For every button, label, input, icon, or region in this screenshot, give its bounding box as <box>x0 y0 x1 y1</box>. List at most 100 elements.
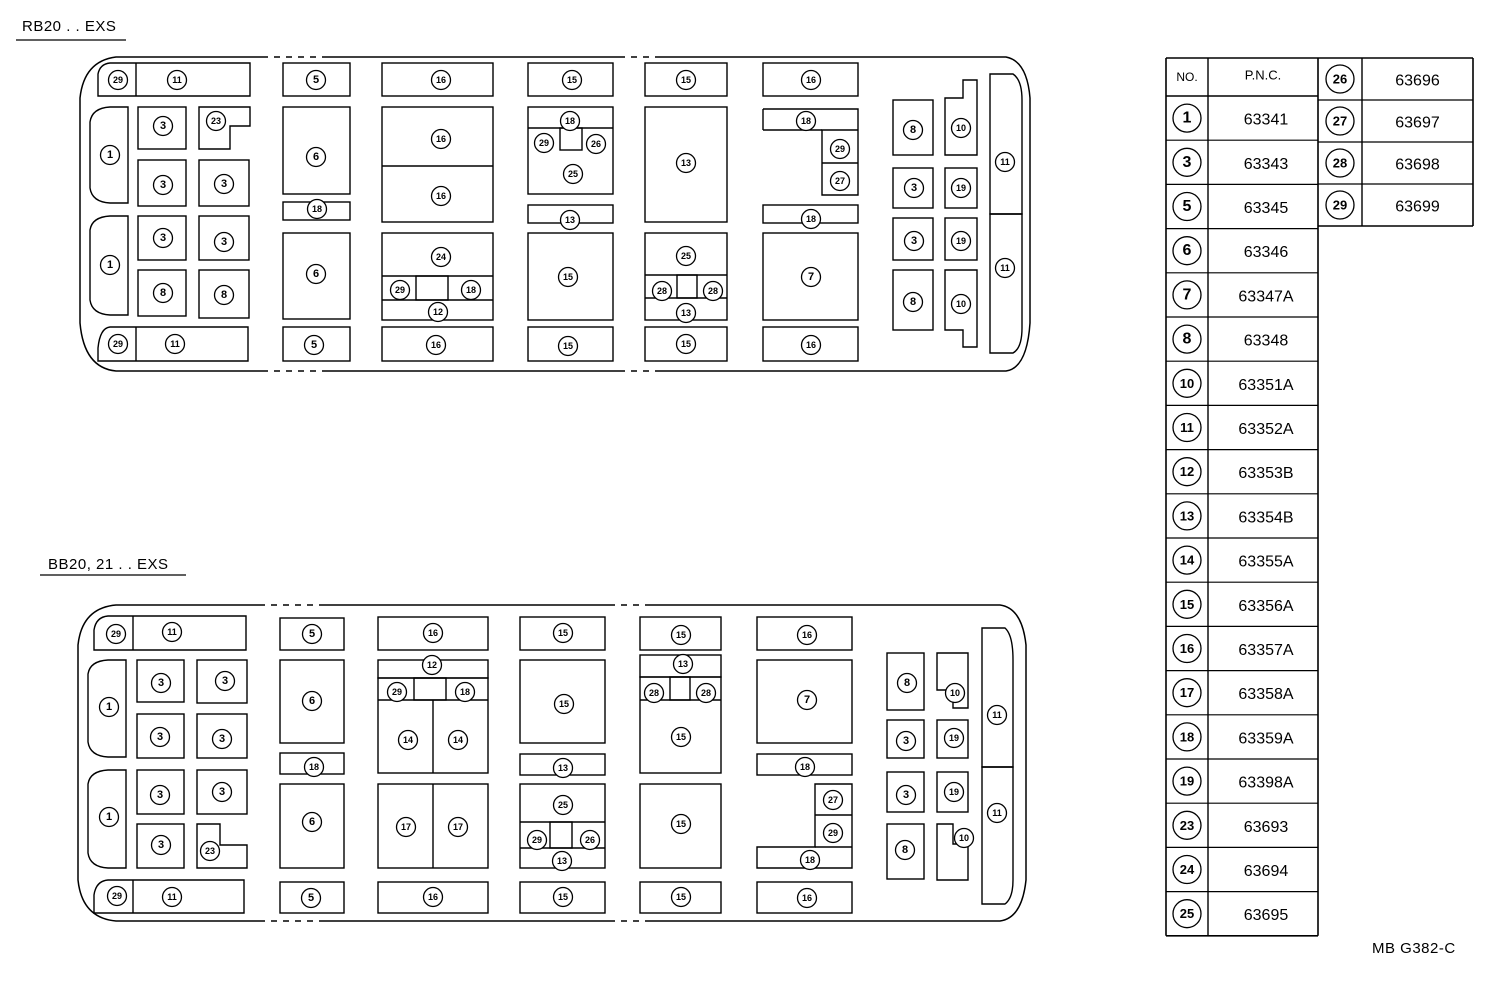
svg-text:28: 28 <box>649 688 659 698</box>
svg-text:15: 15 <box>676 819 686 829</box>
svg-text:18: 18 <box>800 762 810 772</box>
part-callout: 25 <box>562 163 584 185</box>
figure-code: MB G382-C <box>1372 940 1456 957</box>
svg-text:11: 11 <box>1180 420 1194 435</box>
svg-text:29: 29 <box>113 75 123 85</box>
svg-text:15: 15 <box>563 272 573 282</box>
part-callout: 15 <box>557 335 579 357</box>
svg-text:16: 16 <box>802 630 812 640</box>
part-callout: 19 <box>943 781 965 803</box>
table-row-pnc: 63699 <box>1395 199 1440 216</box>
svg-text:15: 15 <box>563 341 573 351</box>
svg-text:16: 16 <box>428 892 438 902</box>
svg-text:5: 5 <box>308 892 314 904</box>
svg-text:3: 3 <box>222 675 228 687</box>
table-row-no: 13 <box>1172 501 1202 531</box>
part-callout: 8 <box>902 119 924 141</box>
part-callout: 3 <box>903 230 925 252</box>
svg-text:18: 18 <box>805 855 815 865</box>
svg-text:29: 29 <box>395 285 405 295</box>
svg-text:8: 8 <box>1183 331 1192 348</box>
part-callout: 3 <box>214 670 236 692</box>
table-header-pnc: P.N.C. <box>1245 68 1282 83</box>
part-callout: 15 <box>670 813 692 835</box>
svg-text:15: 15 <box>567 75 577 85</box>
part-callout: 3 <box>150 672 172 694</box>
svg-text:5: 5 <box>313 74 319 86</box>
table-row-no: 3 <box>1172 147 1202 177</box>
part-callout: 5 <box>305 69 327 91</box>
svg-text:29: 29 <box>539 138 549 148</box>
part-callout: 3 <box>213 173 235 195</box>
part-callout: 8 <box>894 839 916 861</box>
svg-text:13: 13 <box>565 215 575 225</box>
svg-text:10: 10 <box>959 833 969 843</box>
svg-text:7: 7 <box>808 271 814 283</box>
part-callout: 16 <box>422 886 444 908</box>
table-row-no: 8 <box>1172 324 1202 354</box>
svg-text:3: 3 <box>157 789 163 801</box>
part-callout: 29 <box>822 822 844 844</box>
svg-text:29: 29 <box>113 339 123 349</box>
svg-text:15: 15 <box>681 75 691 85</box>
table-row-pnc: 63357A <box>1238 642 1293 659</box>
svg-text:11: 11 <box>172 75 182 85</box>
part-callout: 12 <box>421 654 443 676</box>
svg-text:29: 29 <box>392 687 402 697</box>
svg-text:8: 8 <box>221 289 227 301</box>
table-row-pnc: 63346 <box>1244 244 1289 261</box>
svg-text:26: 26 <box>1333 72 1347 87</box>
part-callout: 8 <box>896 672 918 694</box>
svg-text:15: 15 <box>676 892 686 902</box>
part-callout: 18 <box>559 110 581 132</box>
vehicle-outline <box>79 56 1031 372</box>
table-row-pnc: 63345 <box>1244 200 1289 217</box>
svg-text:10: 10 <box>1180 376 1194 391</box>
svg-text:29: 29 <box>835 144 845 154</box>
svg-text:3: 3 <box>219 733 225 745</box>
svg-text:15: 15 <box>558 892 568 902</box>
svg-text:23: 23 <box>1180 818 1194 833</box>
svg-text:13: 13 <box>558 763 568 773</box>
table-row-no: 16 <box>1172 633 1202 664</box>
svg-text:11: 11 <box>992 808 1002 818</box>
svg-text:3: 3 <box>911 235 917 247</box>
part-callout: 24 <box>430 246 452 268</box>
svg-text:11: 11 <box>167 627 177 637</box>
svg-text:16: 16 <box>1180 641 1194 656</box>
part-callout: 14 <box>397 729 419 751</box>
part-callout: 10 <box>950 293 972 315</box>
svg-text:8: 8 <box>904 677 910 689</box>
svg-text:18: 18 <box>309 762 319 772</box>
svg-text:17: 17 <box>1180 685 1194 700</box>
svg-text:18: 18 <box>466 285 476 295</box>
svg-text:15: 15 <box>558 628 568 638</box>
table-row-pnc: 63359A <box>1238 730 1293 747</box>
part-callout: 16 <box>800 69 822 91</box>
svg-text:3: 3 <box>219 786 225 798</box>
svg-text:5: 5 <box>309 628 315 640</box>
svg-text:15: 15 <box>1180 597 1194 612</box>
part-callout: 16 <box>422 622 444 644</box>
part-callout: 3 <box>895 730 917 752</box>
part-callout: 29 <box>533 132 555 154</box>
svg-text:3: 3 <box>1183 154 1192 171</box>
part-callout: 15 <box>561 69 583 91</box>
svg-text:13: 13 <box>678 659 688 669</box>
part-callout: 3 <box>895 784 917 806</box>
part-callout: 13 <box>675 302 697 324</box>
part-callout: 16 <box>796 624 818 646</box>
svg-text:8: 8 <box>160 287 166 299</box>
part-callout: 15 <box>675 333 697 355</box>
svg-text:12: 12 <box>1180 464 1194 479</box>
part-callout: 1 <box>98 696 120 718</box>
part-callout: 15 <box>675 69 697 91</box>
svg-text:8: 8 <box>902 844 908 856</box>
svg-text:28: 28 <box>1333 156 1347 171</box>
svg-text:15: 15 <box>676 630 686 640</box>
svg-text:13: 13 <box>1180 508 1194 523</box>
part-callout: 29 <box>107 333 129 355</box>
svg-text:19: 19 <box>956 236 966 246</box>
